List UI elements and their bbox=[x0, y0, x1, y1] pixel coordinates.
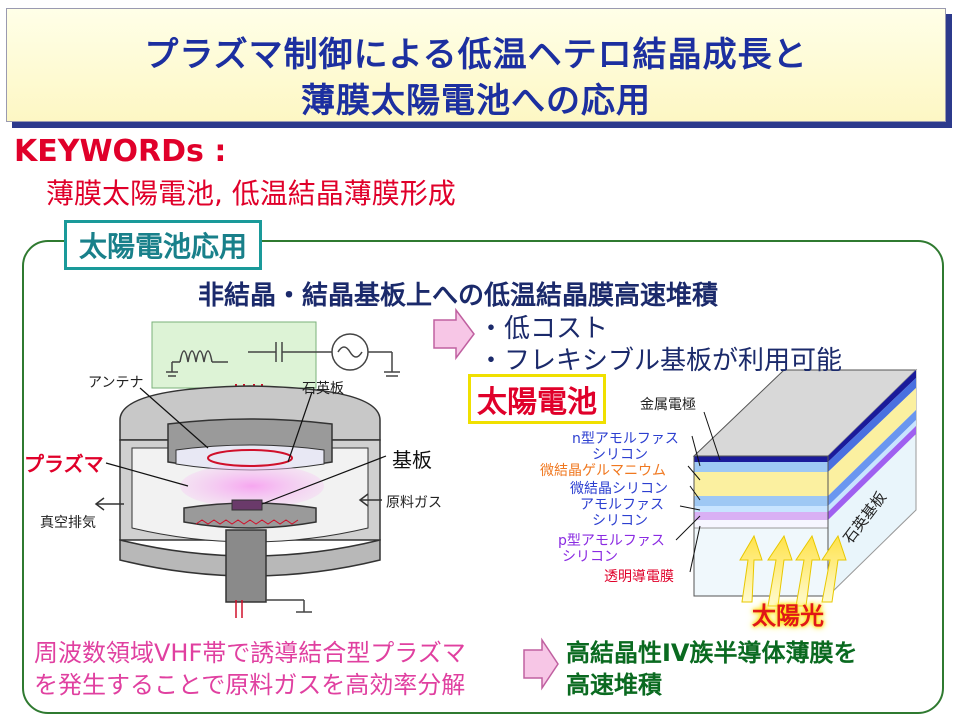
title-banner: プラズマ制御による低温ヘテロ結晶成長と 薄膜太陽電池への応用 bbox=[6, 8, 946, 122]
coil-icon bbox=[166, 350, 228, 377]
layer-tco: 透明導電膜 bbox=[604, 569, 674, 585]
layer-microcrystal-si: 微結晶シリコン bbox=[570, 481, 668, 497]
layer-n-amorphous-line2: シリコン bbox=[592, 447, 648, 463]
metal-electrode-label: 金属電極 bbox=[640, 397, 696, 413]
vacuum-exhaust-label: 真空排気 bbox=[40, 515, 96, 531]
sunlight-label: 太陽光 bbox=[752, 602, 824, 630]
sunlight-beams bbox=[739, 534, 847, 607]
bullet-flexible: ・フレキシブル基板が利用可能 bbox=[478, 346, 843, 376]
gas-inlet-arrow-icon bbox=[358, 493, 382, 507]
layer-n-amorphous-line1: n型アモルファス bbox=[572, 431, 679, 447]
title-line-2: 薄膜太陽電池への応用 bbox=[301, 81, 651, 121]
layer-amorphous-line2: シリコン bbox=[592, 513, 648, 529]
layer-microcrystal-ge: 微結晶ゲルマニウム bbox=[540, 463, 666, 479]
solar-cell-label: 太陽電池 bbox=[468, 374, 606, 424]
antenna-loop bbox=[207, 449, 293, 467]
title-line-1: プラズマ制御による低温ヘテロ結晶成長と bbox=[144, 35, 808, 75]
reactor-chamber bbox=[119, 385, 381, 618]
substrate bbox=[231, 499, 263, 511]
result-arrow bbox=[523, 637, 559, 691]
bottom-left-line-1: 周波数領域VHF帯で誘導結合型プラズマ bbox=[34, 639, 466, 667]
circuit-box bbox=[151, 321, 317, 389]
keywords-text: 薄膜太陽電池, 低温結晶薄膜形成 bbox=[46, 177, 456, 210]
section-subheading: 非結晶・結晶基板上への低温結晶膜高速堆積 bbox=[198, 281, 719, 311]
substrate-label: 基板 bbox=[392, 448, 432, 472]
layer-amorphous-line1: アモルファス bbox=[580, 497, 664, 513]
antenna-label: アンテナ bbox=[88, 375, 144, 391]
source-gas-label: 原料ガス bbox=[386, 495, 442, 511]
bullet-low-cost: ・低コスト bbox=[478, 314, 609, 344]
plasma-glow bbox=[180, 464, 324, 508]
layer-p-amorphous-line1: p型アモルファス bbox=[558, 533, 665, 549]
section-frame bbox=[22, 240, 944, 714]
bottom-right-line-1: 高結晶性IV族半導体薄膜を bbox=[566, 639, 858, 667]
exhaust-arrow-icon bbox=[94, 497, 124, 511]
section-label: 太陽電池応用 bbox=[64, 220, 263, 270]
plasma-label: プラズマ bbox=[24, 452, 104, 476]
keywords-label: KEYWORDs : bbox=[14, 134, 227, 169]
solar-cell-stack bbox=[692, 368, 918, 598]
quartz-plate-label: 石英板 bbox=[302, 381, 344, 397]
rf-source-icon bbox=[248, 333, 400, 377]
benefit-arrow bbox=[433, 307, 475, 361]
bottom-left-line-2: を発生することで原料ガスを高効率分解 bbox=[34, 671, 466, 699]
layer-p-amorphous-line2: シリコン bbox=[562, 549, 618, 565]
bottom-right-line-2: 高速堆積 bbox=[566, 671, 662, 699]
